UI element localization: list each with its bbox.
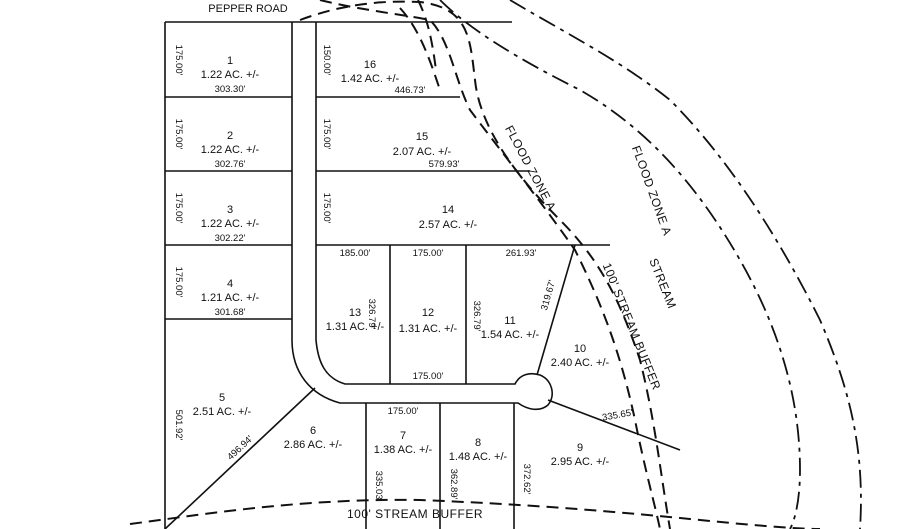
lot-13-acreage: 1.31 AC. +/- [326,321,385,333]
flood-zone-lines [129,0,862,529]
lot-14-front: 175.00' [321,193,332,224]
lot-4-number: 4 [227,278,233,290]
lot-13-width: 185.00' [340,248,371,259]
lot-1-depth: 303.30' [215,84,246,95]
lot-16-front: 150.00' [321,45,332,76]
lot-13-number: 13 [349,307,361,319]
lot-10-acreage: 2.40 AC. +/- [551,357,610,369]
lot-11-10-line: 319.67' [539,279,558,312]
lot-2-front: 175.00' [173,119,184,150]
lot-12-frontage: 175.00' [413,371,444,382]
lot-8-9-line: 372.62' [521,464,532,495]
lot-3-front: 175.00' [173,193,184,224]
lot-3-depth: 302.22' [215,233,246,244]
lot-7-width: 175.00' [388,406,419,417]
right-lot-boundaries [316,96,610,384]
lot-16-number: 16 [364,59,376,71]
flood-zone-label-inner: FLOOD ZONE A [502,123,559,213]
lot-5-side: 501.92' [173,410,184,441]
lot-10-number: 10 [574,343,586,355]
lot-1-acreage: 1.22 AC. +/- [201,69,260,81]
lot-11-number: 11 [504,315,515,327]
flood-zone-label-outer: FLOOD ZONE A [629,144,675,238]
lot-12-acreage: 1.31 AC. +/- [399,323,458,335]
lot-11-width: 261.93' [506,248,537,259]
lot-16-depth: 446.73' [395,85,426,96]
lot-8-number: 8 [475,437,481,449]
left-lot-boundaries [164,22,316,529]
lot-5-number: 5 [219,392,225,404]
lot-15-number: 15 [416,131,428,143]
lot-7-acreage: 1.38 AC. +/- [374,444,433,456]
lot-2-acreage: 1.22 AC. +/- [201,144,260,156]
lot-8-side: 362.89' [448,469,459,500]
lot-12-side-right: 326.79' [471,301,482,332]
lot-14-number: 14 [442,204,454,216]
lot-6-number: 6 [310,425,316,437]
lot-4-depth: 301.68' [215,307,246,318]
lot-4-front: 175.00' [173,267,184,298]
lot-16-acreage: 1.42 AC. +/- [341,73,400,85]
bottom-lot-boundaries [365,399,681,529]
lot-6-acreage: 2.86 AC. +/- [284,439,343,451]
lot-2-number: 2 [227,130,233,142]
lot-9-acreage: 2.95 AC. +/- [551,456,610,468]
stream-label: STREAM [646,256,679,310]
lot-11-acreage: 1.54 AC. +/- [481,329,540,341]
lot-12-width: 175.00' [413,248,444,259]
lot-14-acreage: 2.57 AC. +/- [419,219,478,231]
road-label: PEPPER ROAD [208,3,288,15]
lot-15-acreage: 2.07 AC. +/- [393,146,452,158]
lot-7-side: 335.03' [373,471,384,502]
lot-15-front: 175.00' [321,119,332,150]
stream-buffer-label-bottom: 100' STREAM BUFFER [347,507,483,521]
lot-3-number: 3 [227,204,233,216]
lot-1-number: 1 [227,55,233,67]
lot-1-front: 175.00' [173,45,184,76]
lot-3-acreage: 1.22 AC. +/- [201,218,260,230]
interior-road-outer [291,22,553,411]
lot-4-acreage: 1.21 AC. +/- [201,292,260,304]
lot-7-number: 7 [400,430,406,442]
lot-8-acreage: 1.48 AC. +/- [449,451,508,463]
lot-2-depth: 302.76' [215,159,246,170]
lot-9-10-line: 335.65' [601,407,633,423]
lot-12-number: 12 [422,307,434,319]
lot-5-acreage: 2.51 AC. +/- [193,406,252,418]
lot-12-side-left: 326.79' [366,299,377,330]
lot-15-depth: 579.93' [429,159,460,170]
lot-9-number: 9 [577,442,583,454]
